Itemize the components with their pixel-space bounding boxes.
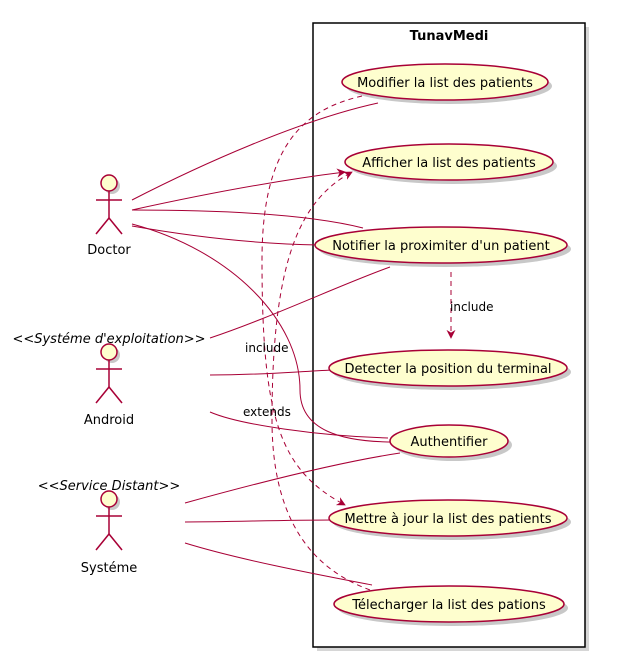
edge-systeme-telecharger [184,542,373,586]
edge-extends-modifier-mettre [261,95,363,506]
actor-doctor: Doctor [87,174,131,258]
label-extends-modifier-mettre: extends [243,405,291,419]
edge-include-telecharger-afficher [271,171,371,591]
edge-android-detecter [209,369,334,376]
edge-systeme-authentifier [184,452,401,504]
actor-systeme-stereotype: <<Service Distant>> [38,479,181,494]
use-case-authentifier-label: Authentifier [411,435,489,450]
actor-android-name: Android [84,413,134,428]
use-case-modifier-label: Modifier la list des patients [357,76,533,91]
stick-figure-icon [95,490,123,551]
edge-doctor-notifier [131,225,320,246]
label-include-telecharger-afficher: include [245,341,288,355]
edge-doctor-notifier-top [131,209,364,229]
edge-doctor-modifier [131,102,379,201]
actor-android: <<Systéme d'exploitation>> Android [12,332,205,428]
label-include-notifier-detecter: include [450,300,493,314]
use-case-notifier-label: Notifier la proximiter d'un patient [332,239,549,254]
use-case-afficher-label: Afficher la list des patients [362,156,536,171]
dependencies [261,95,456,591]
use-case-authentifier: Authentifier [389,424,512,461]
use-case-afficher: Afficher la list des patients [344,143,557,184]
edge-doctor-afficher [131,168,346,211]
use-case-detecter: Detecter la position du terminal [328,349,571,390]
use-case-telecharger-label: Télecharger la list des pations [351,598,546,613]
actor-systeme-name: Systéme [81,561,137,576]
edge-android-notifier [209,266,391,339]
stick-figure-icon [95,174,123,235]
edge-systeme-mettre [184,519,334,523]
system-title: TunavMedi [410,29,489,44]
actor-doctor-name: Doctor [87,243,131,258]
edge-android-authentifier [209,411,389,439]
actor-systeme: <<Service Distant>> Systéme [38,479,181,576]
use-case-mettre-a-jour-label: Mettre à jour la list des patients [344,512,551,527]
actor-android-stereotype: <<Systéme d'exploitation>> [12,332,205,347]
use-case-modifier: Modifier la list des patients [341,63,552,104]
use-case-notifier: Notifier la proximiter d'un patient [314,226,571,267]
use-case-detecter-label: Detecter la position du terminal [344,362,551,377]
use-case-telecharger: Télecharger la list des pations [333,585,568,626]
associations [131,102,401,586]
stick-figure-icon [95,343,123,404]
use-case-mettre-a-jour: Mettre à jour la list des patients [328,499,571,540]
